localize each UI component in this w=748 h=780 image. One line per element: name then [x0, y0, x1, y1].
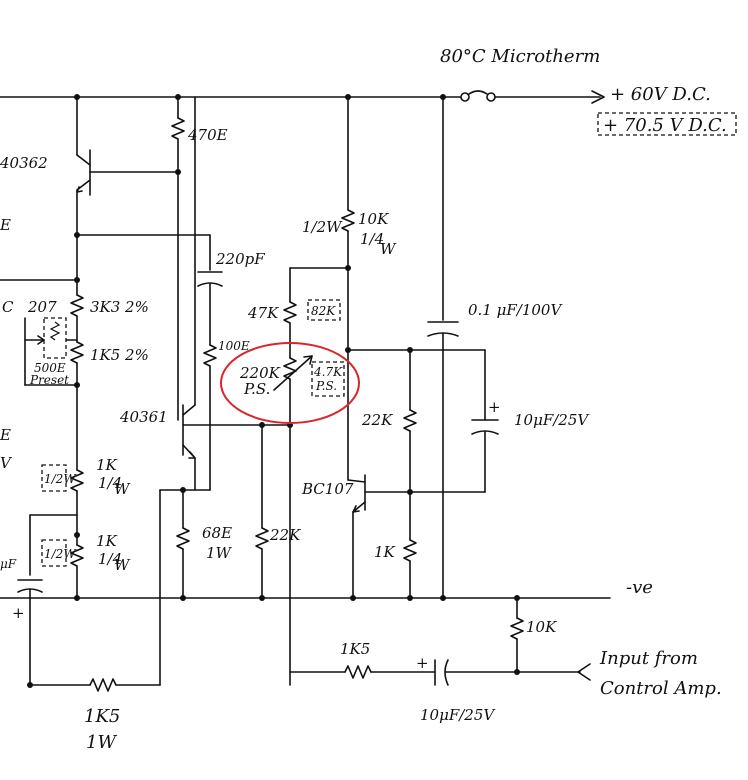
plus-right: +	[488, 398, 501, 416]
half-w-b: 1/2W	[44, 472, 77, 486]
r1k5-bot-label: 1K5	[84, 706, 120, 727]
r1k-c-label: 1K	[96, 532, 118, 550]
plus-cap-in: +	[416, 654, 429, 672]
r68e-watt: 1W	[206, 544, 233, 562]
r1k5-in-label: 1K5	[340, 640, 370, 658]
transistor-bc107	[347, 474, 486, 513]
r22k-b-label: 22K	[269, 526, 301, 544]
preset-box	[43, 317, 67, 359]
c10u-b-label: 10μF/25V	[420, 706, 496, 724]
r47k-ps-box	[311, 361, 345, 397]
c01-label: 0.1 μF/100V	[468, 301, 563, 319]
r100e-label: 100E	[218, 339, 250, 353]
frac-b: 1/4	[98, 474, 122, 492]
q40361-label: 40361	[119, 408, 168, 426]
r3k3-label: 3K3 2%	[90, 298, 149, 316]
frac-w-a: W	[380, 240, 397, 258]
ps-a-label: P.S.	[243, 380, 270, 398]
supply-alt-box	[597, 112, 737, 136]
frac-a: 1/4	[360, 230, 384, 248]
r1k-a-label: 1K	[374, 543, 396, 561]
w-c: W	[114, 556, 131, 574]
positive-supply-rail	[0, 90, 605, 104]
ps-b-label: P.S.	[315, 379, 337, 393]
bc107-label: BC107	[301, 480, 354, 498]
plus-left: +	[12, 604, 25, 622]
fragment-v: V	[0, 454, 13, 472]
r1k5-2-label: 1K5 2%	[90, 346, 149, 364]
frac-c: 1/4	[98, 550, 122, 568]
r47k-ps-label: 4.7K	[313, 365, 343, 379]
r1k-b-label: 1K	[96, 456, 118, 474]
r47k-label: 47K	[247, 304, 279, 322]
c10u-a-label: 10μF/25V	[514, 411, 590, 429]
r82k-label: 82K	[311, 304, 336, 318]
fragment-c: C	[2, 298, 14, 316]
r470-label: 470E	[187, 126, 228, 144]
supply-voltage-label: + 60V D.C.	[610, 84, 711, 105]
r10k-a-label: 10K	[358, 210, 389, 228]
fragment-mf: μF	[0, 557, 17, 571]
w-b: W	[114, 480, 131, 498]
fragment-e2: E	[0, 426, 11, 444]
r220k-label: 220K	[239, 364, 281, 382]
transistor-40362	[76, 96, 91, 236]
half-w-label: 1/2W	[302, 218, 343, 236]
resistor-470e	[171, 96, 185, 421]
c220p-label: 220pF	[215, 250, 265, 268]
microtherm-label: 80°C Microtherm	[440, 46, 600, 67]
half-watt-box-1	[41, 464, 67, 492]
fragment-e1: E	[0, 216, 11, 234]
neg-rail-label: -ve	[626, 577, 653, 598]
r68e-label: 68E	[202, 524, 232, 542]
highlight-circle	[220, 342, 360, 424]
half-watt-box-2	[41, 539, 67, 567]
q40362-label: 40362	[0, 154, 48, 172]
transistor-40361	[182, 96, 196, 491]
supply-alt-label: + 70.5 V D.C.	[603, 115, 727, 136]
r22k-a-label: 22K	[361, 411, 393, 429]
half-w-c: 1/2W	[44, 547, 77, 561]
r10k-b-label: 10K	[526, 618, 557, 636]
r1k5-bot-watt: 1W	[86, 732, 117, 753]
r207-label: 207	[27, 298, 57, 316]
resistor-100e	[203, 344, 217, 491]
r82k-box	[307, 299, 341, 321]
